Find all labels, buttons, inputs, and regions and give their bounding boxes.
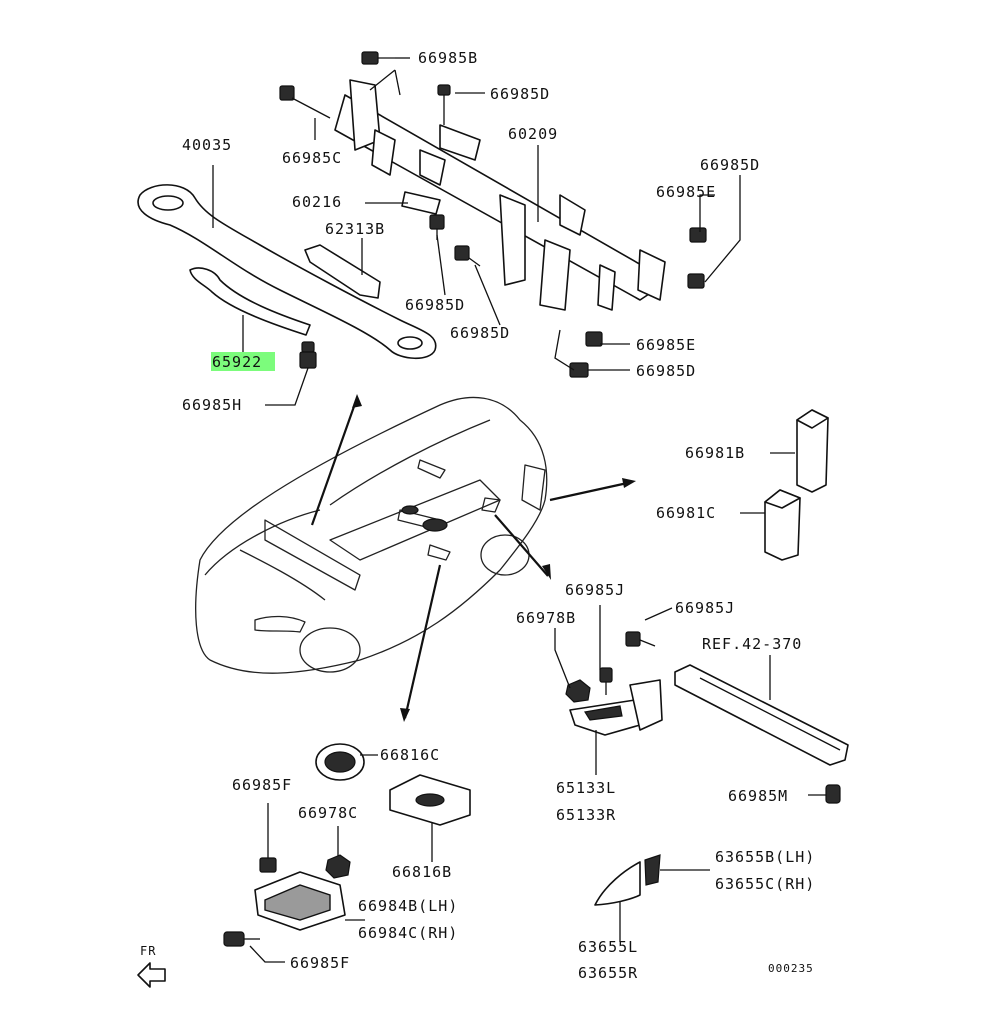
label-66985F-bot: 66985F [290,954,350,972]
label-63655R: 63655R [578,964,638,982]
label-66985E-right: 66985E [656,183,716,201]
bolt-66985D-low-icon [569,362,589,378]
label-63655L: 63655L [578,938,638,956]
cover-66816B [389,774,471,826]
label-66816C: 66816C [380,746,440,764]
label-66978B: 66978B [516,609,576,627]
pad-62313B [304,244,381,299]
leader-lines-lower [249,754,433,963]
label-60216: 60216 [292,193,342,211]
highlight-box [211,352,275,371]
label-66985J-b: 66985J [675,599,735,617]
label-65922: 65922 [212,353,262,371]
label-60209: 60209 [508,125,558,143]
trim-63655 [594,854,661,906]
front-marker-label: FR [140,944,156,958]
bolt-66985H-icon [299,341,317,369]
bolt-66985D-mid2-icon [454,245,481,267]
corner-code: 000235 [768,962,814,975]
bolt-66985J-a-icon [599,667,613,695]
pad-65922 [189,267,311,336]
label-66985D-top: 66985D [490,85,550,103]
label-66985D-low: 66985D [636,362,696,380]
bolt-66985F-bot-icon [223,931,260,947]
label-63655C: 63655C(RH) [715,875,815,893]
bolt-66985C-icon [279,85,331,119]
bracket-66984 [254,871,346,931]
bracket-60216-icon [401,191,441,215]
bolt-66985D-top-icon [437,84,451,125]
nut-66978B-icon [565,679,591,703]
bolt-66985F-top-icon [259,830,277,873]
label-66816B: 66816B [392,863,452,881]
label-63655B: 63655B(LH) [715,848,815,866]
bolt-66985B-icon [361,51,395,65]
pad-66981C [764,489,801,561]
label-66984C: 66984C(RH) [358,924,458,942]
label-65133R: 65133R [556,806,616,824]
label-66985D-mid2: 66985D [450,324,510,342]
leader-lines-right [554,452,826,942]
bolt-66985E-right-icon [687,227,707,289]
bolt-66985E-low-icon [585,331,603,347]
label-66985H: 66985H [182,396,242,414]
label-66985E-low: 66985E [636,336,696,354]
pointer-arrows [310,394,636,722]
front-direction-icon [137,962,166,988]
cover-66816C [315,743,365,781]
label-66985F-top: 66985F [232,776,292,794]
label-66985D-mid: 66985D [405,296,465,314]
bolt-66985J-b-icon [625,631,656,647]
label-66985M: 66985M [728,787,788,805]
instrument-panel-beam [334,79,666,311]
bracket-65133 [569,679,663,736]
part-labels: 66985B 66985D 40035 66985C 60209 66985D … [140,49,815,982]
pad-66981B [796,409,829,493]
label-65133L: 65133L [556,779,616,797]
label-66981B: 66981B [685,444,745,462]
label-66978C: 66978C [298,804,358,822]
nut-66978C-icon [325,854,351,879]
label-66985B: 66985B [418,49,478,67]
label-66985J-a: 66985J [565,581,625,599]
label-66981C: 66981C [656,504,716,522]
clip-66985M-icon [825,784,841,804]
label-66985D-right: 66985D [700,156,760,174]
label-66985C: 66985C [282,149,342,167]
label-ref-42-370: REF.42-370 [702,635,802,653]
label-40035: 40035 [182,136,232,154]
member-ref-42-370 [674,664,849,766]
reinforcement-bar-40035 [137,184,437,360]
vehicle-body-outline [195,396,548,674]
label-62313B: 62313B [325,220,385,238]
label-66984B: 66984B(LH) [358,897,458,915]
